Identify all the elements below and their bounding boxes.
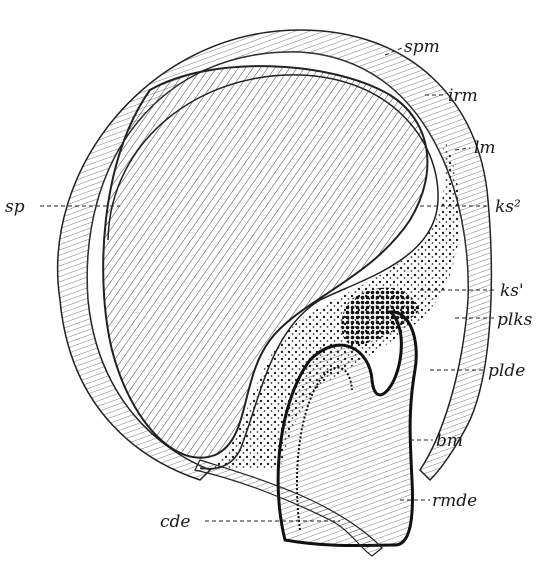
- label-spm: spm: [404, 37, 440, 57]
- label-lm: lm: [474, 138, 496, 158]
- label-sp: sp: [5, 197, 25, 217]
- label-irm: irm: [448, 86, 478, 106]
- label-plks: plks: [497, 310, 533, 330]
- label-cde: cde: [160, 512, 190, 532]
- label-rmde: rmde: [432, 491, 477, 511]
- label-ks1: ks': [500, 281, 524, 301]
- label-ks2: ks²: [495, 197, 521, 217]
- label-bm: bm: [436, 431, 463, 451]
- label-plde: plde: [488, 361, 525, 381]
